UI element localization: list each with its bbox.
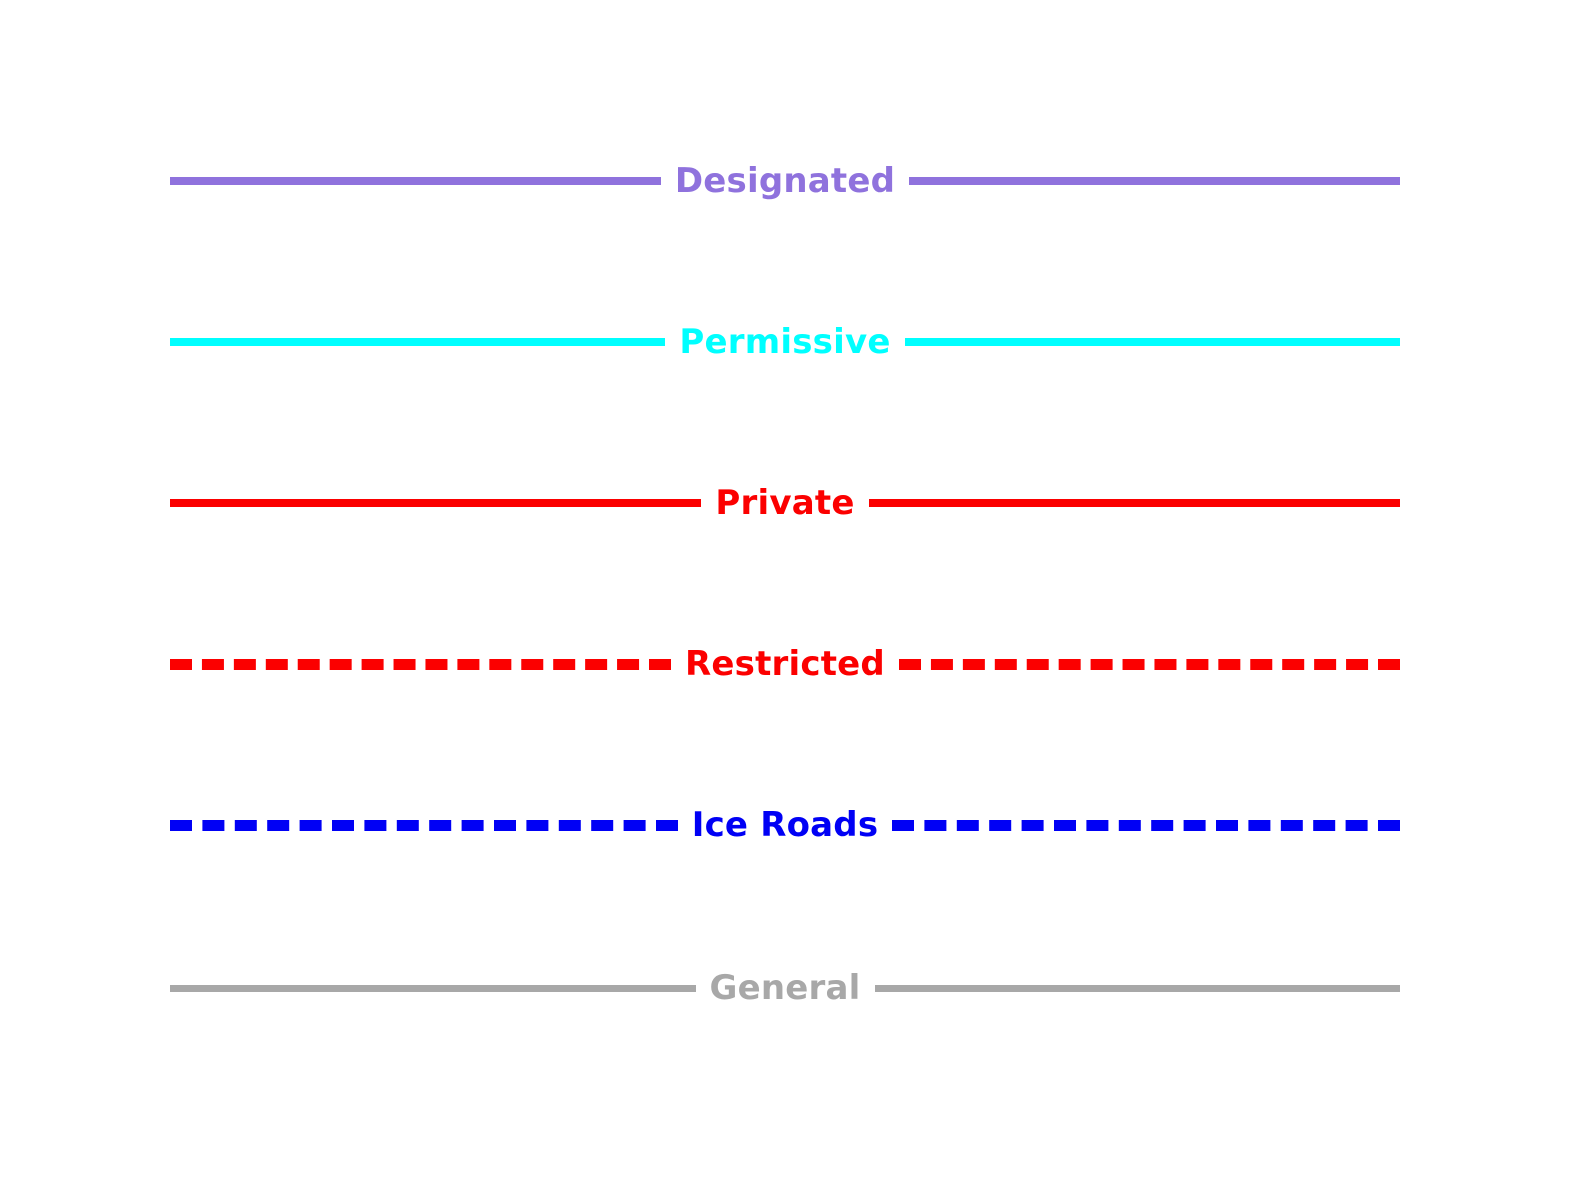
legend-row-permissive[interactable]: Permissive <box>170 312 1400 372</box>
legend-line-right-private <box>868 499 1401 507</box>
legend-label-general: General <box>709 968 861 1008</box>
road-access-legend: Designated Permissive Private Restricted… <box>170 0 1401 1180</box>
legend-line-right-restricted <box>898 658 1400 670</box>
legend-line-left-restricted <box>170 658 672 670</box>
legend-row-restricted[interactable]: Restricted <box>170 634 1400 694</box>
legend-line-right-ice-roads <box>892 819 1400 831</box>
legend-row-ice-roads[interactable]: Ice Roads <box>170 795 1400 855</box>
legend-line-left-general <box>170 984 696 992</box>
legend-line-left-permissive <box>170 338 666 346</box>
legend-label-permissive: Permissive <box>679 322 891 362</box>
legend-label-ice-roads: Ice Roads <box>691 805 879 845</box>
legend-row-designated[interactable]: Designated <box>170 151 1400 211</box>
legend-line-right-general <box>874 984 1400 992</box>
legend-line-left-ice-roads <box>170 819 678 831</box>
legend-label-designated: Designated <box>674 161 896 201</box>
legend-line-right-permissive <box>904 338 1400 346</box>
legend-label-restricted: Restricted <box>685 644 885 684</box>
legend-label-private: Private <box>715 483 855 523</box>
legend-row-private[interactable]: Private <box>170 473 1401 533</box>
legend-line-left-designated <box>170 177 661 185</box>
legend-line-left-private <box>170 499 702 507</box>
legend-row-general[interactable]: General <box>170 958 1400 1018</box>
legend-line-right-designated <box>909 177 1400 185</box>
